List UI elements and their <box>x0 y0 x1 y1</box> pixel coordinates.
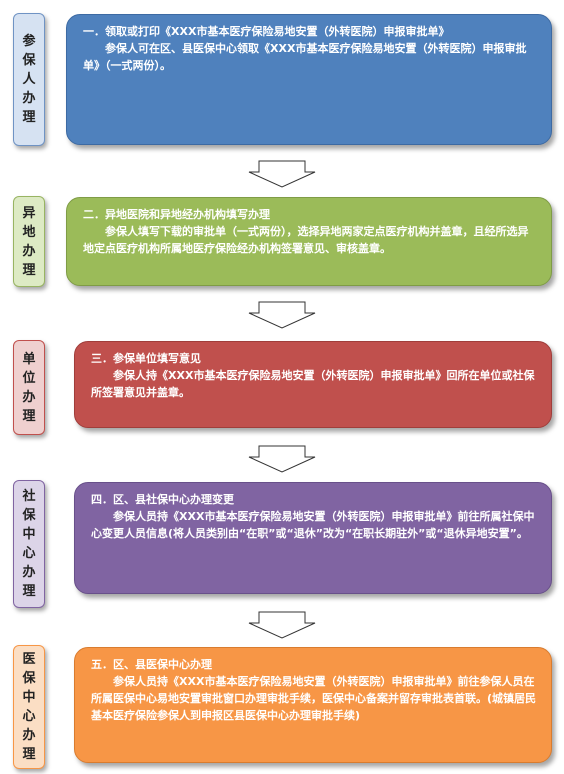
down-arrow-icon <box>248 160 316 188</box>
step-2-body: 参保人填写下载的审批单（一式两份），选择异地两家定点医疗机构并盖章，且经所选异地… <box>83 225 529 255</box>
step-1-body: 参保人可在区、县医保中心领取《XXX市基本医疗保险易地安置（外转医院）申报审批单… <box>83 42 527 72</box>
step-1-box: 一．领取或打印《XXX市基本医疗保险易地安置（外转医院）申报审批单》 参保人可在… <box>66 14 552 145</box>
down-arrow-icon <box>248 611 316 639</box>
step-5-box: 五．区、县医保中心办理 参保人员持《XXX市基本医疗保险易地安置（外转医院）申报… <box>74 647 552 763</box>
step-1-side-label: 参保人办理 <box>13 13 45 146</box>
step-2-side-label: 异地办理 <box>13 196 45 287</box>
step-4-side-label: 社保中心办理 <box>13 480 45 608</box>
step-2-label: 异地办理 <box>22 205 36 278</box>
step-2-title: 二．异地医院和异地经办机构填写办理 <box>83 208 270 221</box>
step-3-side-label: 单位办理 <box>13 340 45 435</box>
step-1-label: 参保人办理 <box>22 34 36 125</box>
step-3-label: 单位办理 <box>22 351 36 424</box>
step-4-box: 四．区、县社保中心办理变更 参保人员持《XXX市基本医疗保险易地安置（外转医院）… <box>74 482 552 594</box>
step-3-title: 三．参保单位填写意见 <box>91 352 201 365</box>
step-5-body: 参保人员持《XXX市基本医疗保险易地安置（外转医院）申报审批单》前往参保人员在所… <box>91 675 537 722</box>
step-5-side-label: 医保中心办理 <box>13 645 45 769</box>
step-1-title: 一．领取或打印《XXX市基本医疗保险易地安置（外转医院）申报审批单》 <box>83 25 450 38</box>
step-5-label: 医保中心办理 <box>22 652 36 762</box>
down-arrow-icon <box>248 445 316 473</box>
step-4-label: 社保中心办理 <box>22 489 36 599</box>
down-arrow-icon <box>248 301 316 329</box>
step-4-title: 四．区、县社保中心办理变更 <box>91 493 234 506</box>
step-2-box: 二．异地医院和异地经办机构填写办理 参保人填写下载的审批单（一式两份），选择异地… <box>66 197 552 286</box>
step-3-body: 参保人持《XXX市基本医疗保险易地安置（外转医院）申报审批单》回所在单位或社保所… <box>91 369 535 399</box>
step-5-title: 五．区、县医保中心办理 <box>91 658 212 671</box>
step-4-body: 参保人员持《XXX市基本医疗保险易地安置（外转医院）申报审批单》前往所属社保中心… <box>91 510 535 540</box>
step-3-box: 三．参保单位填写意见 参保人持《XXX市基本医疗保险易地安置（外转医院）申报审批… <box>74 341 552 428</box>
